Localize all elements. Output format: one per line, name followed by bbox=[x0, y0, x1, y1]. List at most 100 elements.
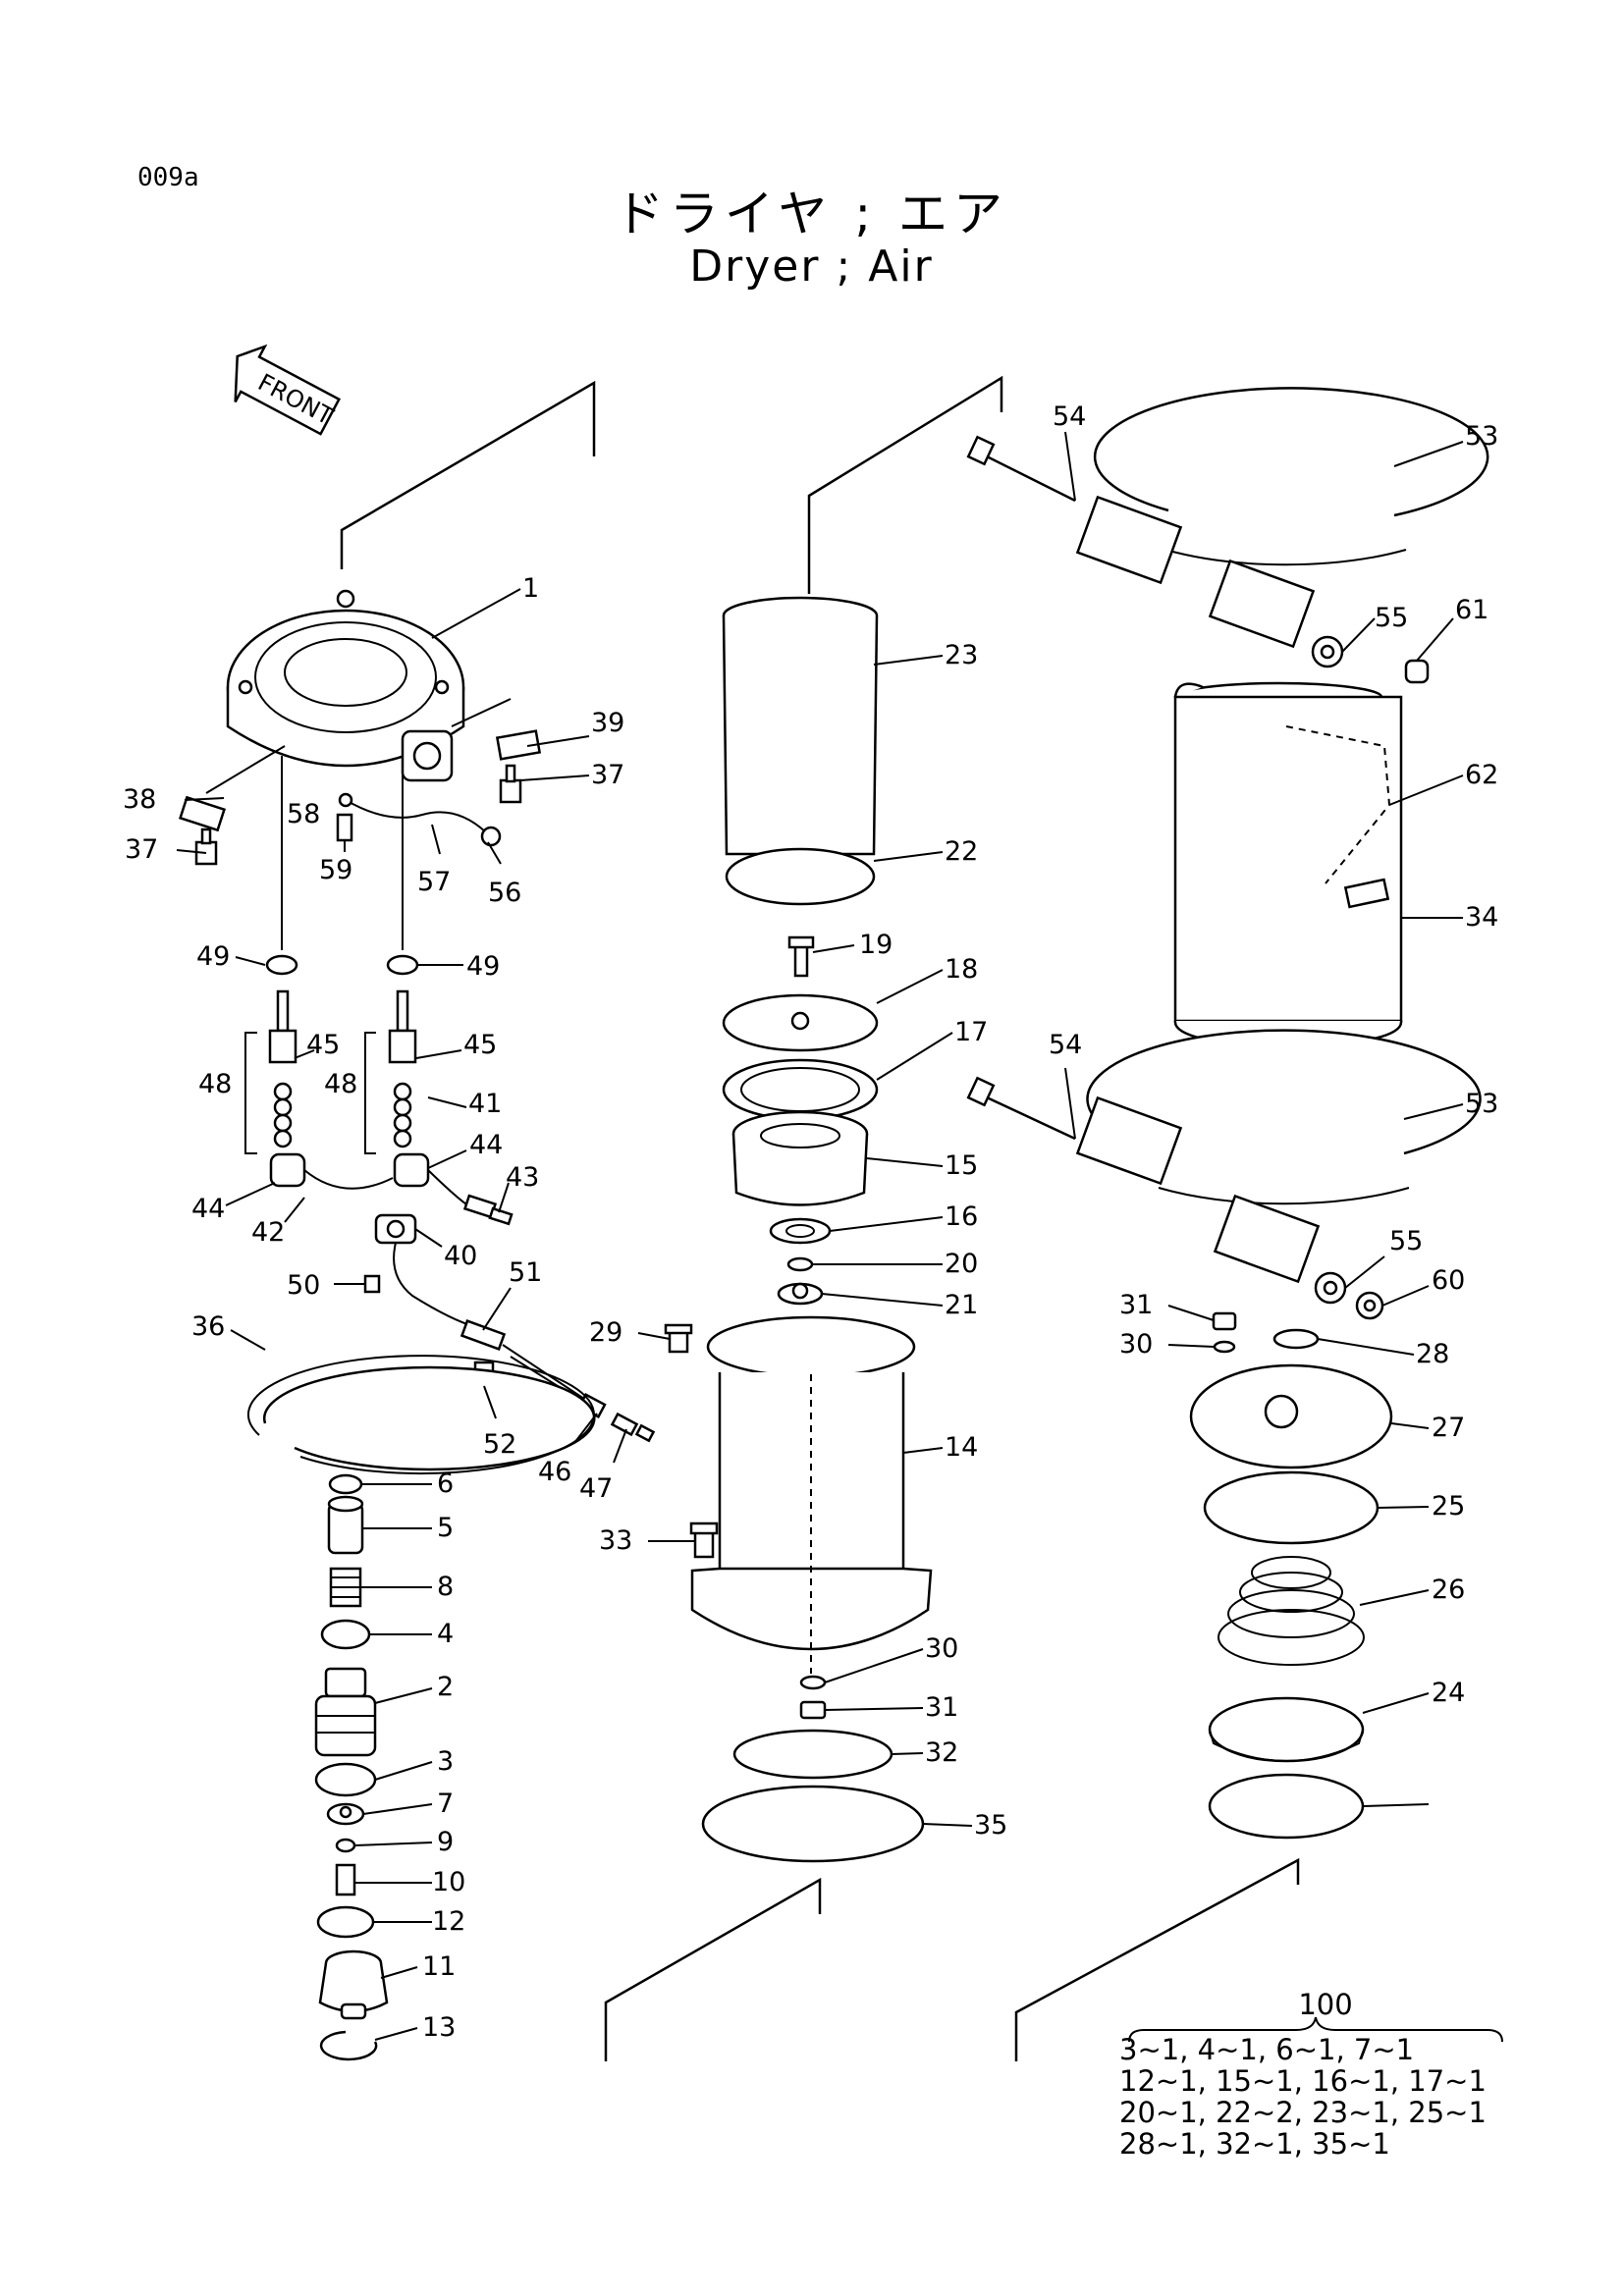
assembly-bracket-center bbox=[807, 375, 1003, 594]
part-44-connector-left bbox=[269, 1152, 306, 1188]
callout-49-left: 49 bbox=[196, 941, 230, 972]
page-id: 009a bbox=[137, 163, 199, 192]
kit-number: 100 bbox=[1298, 1988, 1353, 2021]
part-10-screw bbox=[335, 1863, 356, 1896]
part-9-washer bbox=[335, 1838, 356, 1853]
callout-15: 15 bbox=[945, 1150, 978, 1181]
callout-61: 61 bbox=[1455, 595, 1488, 625]
callout-3: 3 bbox=[437, 1746, 454, 1777]
callout-54-lower: 54 bbox=[1049, 1030, 1082, 1060]
part-26-spring bbox=[1217, 1556, 1365, 1666]
callout-47: 47 bbox=[579, 1473, 613, 1504]
part-61-cap bbox=[1404, 659, 1430, 684]
part-13-retaining-ring bbox=[319, 2030, 378, 2061]
callout-30-right: 30 bbox=[1119, 1329, 1153, 1360]
callout-30-center: 30 bbox=[925, 1633, 958, 1664]
callout-48-left: 48 bbox=[198, 1069, 232, 1099]
kit-line: 28~1, 32~1, 35~1 bbox=[1119, 2127, 1390, 2161]
kit-contents: 100 3~1, 4~1, 6~1, 7~1 12~1, 15~1, 16~1,… bbox=[1119, 1989, 1512, 2160]
callout-18: 18 bbox=[945, 954, 978, 985]
kit-line: 20~1, 22~2, 23~1, 25~1 bbox=[1119, 2096, 1487, 2129]
callout-50: 50 bbox=[287, 1270, 320, 1301]
callout-62: 62 bbox=[1465, 760, 1498, 790]
part-17-seal bbox=[722, 1058, 879, 1121]
callout-5: 5 bbox=[437, 1513, 454, 1543]
callout-41: 41 bbox=[468, 1089, 502, 1119]
callout-10: 10 bbox=[432, 1867, 465, 1897]
callout-45-left: 45 bbox=[306, 1030, 340, 1060]
part-60-nut bbox=[1355, 1291, 1384, 1320]
callout-51: 51 bbox=[509, 1257, 542, 1288]
callout-37-right: 37 bbox=[591, 760, 624, 790]
callout-48-right: 48 bbox=[324, 1069, 357, 1099]
callout-55-lower: 55 bbox=[1389, 1226, 1423, 1256]
part-49-washer-left bbox=[265, 954, 298, 976]
part-30-washer-right bbox=[1213, 1340, 1236, 1354]
title-japanese: ドライヤ ; エア bbox=[614, 186, 1009, 242]
part-48-sensor-right bbox=[388, 989, 417, 1148]
part-42-harness bbox=[303, 1169, 514, 1226]
part-15-valve-body bbox=[731, 1110, 869, 1206]
callout-42: 42 bbox=[251, 1217, 285, 1248]
callout-6: 6 bbox=[437, 1468, 454, 1499]
callout-26: 26 bbox=[1432, 1575, 1465, 1605]
callout-44-right: 44 bbox=[469, 1130, 503, 1160]
part-20-o-ring bbox=[786, 1256, 814, 1272]
title-english: Dryer ; Air bbox=[689, 241, 934, 292]
callout-32: 32 bbox=[925, 1737, 958, 1768]
part-44-connector-right bbox=[393, 1152, 430, 1188]
part-53-band-top bbox=[1075, 387, 1489, 649]
callout-53-top: 53 bbox=[1465, 421, 1498, 452]
callout-11: 11 bbox=[422, 1951, 456, 1982]
callout-21: 21 bbox=[945, 1290, 978, 1320]
callout-12: 12 bbox=[432, 1906, 465, 1937]
callout-27: 27 bbox=[1432, 1413, 1465, 1443]
callout-53-lower: 53 bbox=[1465, 1089, 1498, 1119]
callout-39: 39 bbox=[591, 708, 624, 738]
callout-24: 24 bbox=[1432, 1678, 1465, 1708]
part-31-nut-right bbox=[1212, 1311, 1237, 1331]
part-31-nut-center bbox=[799, 1700, 827, 1720]
part-37-bolt-left bbox=[194, 828, 218, 866]
part-4-gasket bbox=[320, 1619, 371, 1650]
callout-40: 40 bbox=[444, 1241, 477, 1271]
part-2-valve-body bbox=[314, 1667, 377, 1757]
callout-31-center: 31 bbox=[925, 1692, 958, 1723]
callout-13: 13 bbox=[422, 2012, 456, 2043]
part-22-filter-disc-bottom bbox=[1208, 1773, 1365, 1840]
part-35-o-ring bbox=[701, 1785, 925, 1863]
part-38-clip bbox=[179, 795, 226, 832]
callout-2: 2 bbox=[437, 1672, 454, 1702]
part-50-screw bbox=[363, 1274, 381, 1294]
part-19-bolt bbox=[787, 935, 815, 978]
callout-52: 52 bbox=[483, 1429, 516, 1460]
part-11-cap bbox=[318, 1949, 389, 2020]
callout-28: 28 bbox=[1416, 1339, 1449, 1369]
part-30-washer-center bbox=[799, 1675, 827, 1690]
callout-8: 8 bbox=[437, 1572, 454, 1602]
callout-36: 36 bbox=[191, 1311, 225, 1342]
part-55-nut-lower bbox=[1314, 1271, 1347, 1305]
part-3-gasket bbox=[314, 1762, 377, 1797]
callout-labels: 1 2 3 4 5 6 7 8 9 10 11 12 13 14 15 16 1… bbox=[123, 401, 1498, 2043]
part-1-housing-cover bbox=[226, 589, 465, 782]
kit-line: 3~1, 4~1, 6~1, 7~1 bbox=[1119, 2033, 1415, 2066]
part-29-screw bbox=[664, 1323, 693, 1354]
part-27-cover-plate bbox=[1189, 1363, 1393, 1469]
callout-29: 29 bbox=[589, 1317, 622, 1348]
part-36-snap-ring bbox=[246, 1355, 596, 1475]
part-18-plate bbox=[722, 993, 879, 1052]
part-22-filter-disc-top bbox=[725, 847, 876, 906]
part-24-filter-plate bbox=[1208, 1696, 1365, 1763]
part-39-clip bbox=[495, 729, 542, 761]
assembly-bracket-bottom-center bbox=[604, 1877, 822, 2061]
part-49-washer-right bbox=[386, 954, 419, 976]
part-14-canister bbox=[690, 1315, 933, 1674]
part-12-gasket bbox=[316, 1905, 375, 1939]
part-57-ground-wire bbox=[336, 792, 502, 847]
callout-14: 14 bbox=[945, 1432, 978, 1463]
part-40-switch bbox=[374, 1213, 477, 1328]
callout-19: 19 bbox=[859, 930, 893, 960]
callout-43: 43 bbox=[506, 1162, 539, 1193]
